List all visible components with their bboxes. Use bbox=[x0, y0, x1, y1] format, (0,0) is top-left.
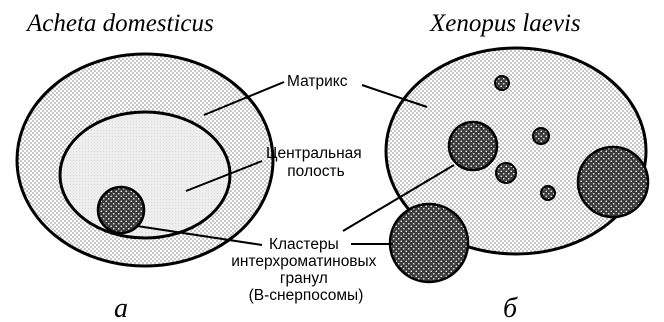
central-cavity-a bbox=[60, 112, 230, 238]
cluster-b-small-lower bbox=[541, 186, 555, 200]
panel-letter-a: а bbox=[114, 293, 128, 322]
cluster-b-large-left bbox=[390, 204, 468, 282]
species-title-a: Acheta domesticus bbox=[25, 10, 214, 37]
cluster-b-small-top bbox=[495, 76, 509, 90]
label-central-cavity-line1: Центральная bbox=[266, 145, 362, 162]
nucleus-b bbox=[386, 48, 648, 282]
label-clusters-line4: (B-снерпосомы) bbox=[249, 287, 364, 304]
label-central-cavity-line2: полость bbox=[287, 163, 344, 180]
label-matrix: Матрикс bbox=[287, 73, 348, 90]
cluster-b-large-right bbox=[578, 147, 648, 217]
label-clusters-line2: интерхроматиновых bbox=[231, 253, 376, 270]
cluster-b-small-mid bbox=[496, 163, 516, 183]
label-central-cavity: Центральная полость bbox=[266, 145, 366, 180]
label-clusters-line3: гранул bbox=[280, 270, 328, 287]
nucleus-a bbox=[17, 54, 273, 266]
panel-letter-b: б bbox=[503, 293, 518, 322]
cluster-b-medium bbox=[449, 122, 497, 170]
label-clusters-line1: Кластеры bbox=[269, 236, 339, 253]
label-clusters: Кластеры интерхроматиновых гранул (B-сне… bbox=[231, 236, 381, 304]
cluster-b-small-right bbox=[533, 128, 549, 144]
species-title-b: Xenopus laevis bbox=[429, 10, 581, 37]
